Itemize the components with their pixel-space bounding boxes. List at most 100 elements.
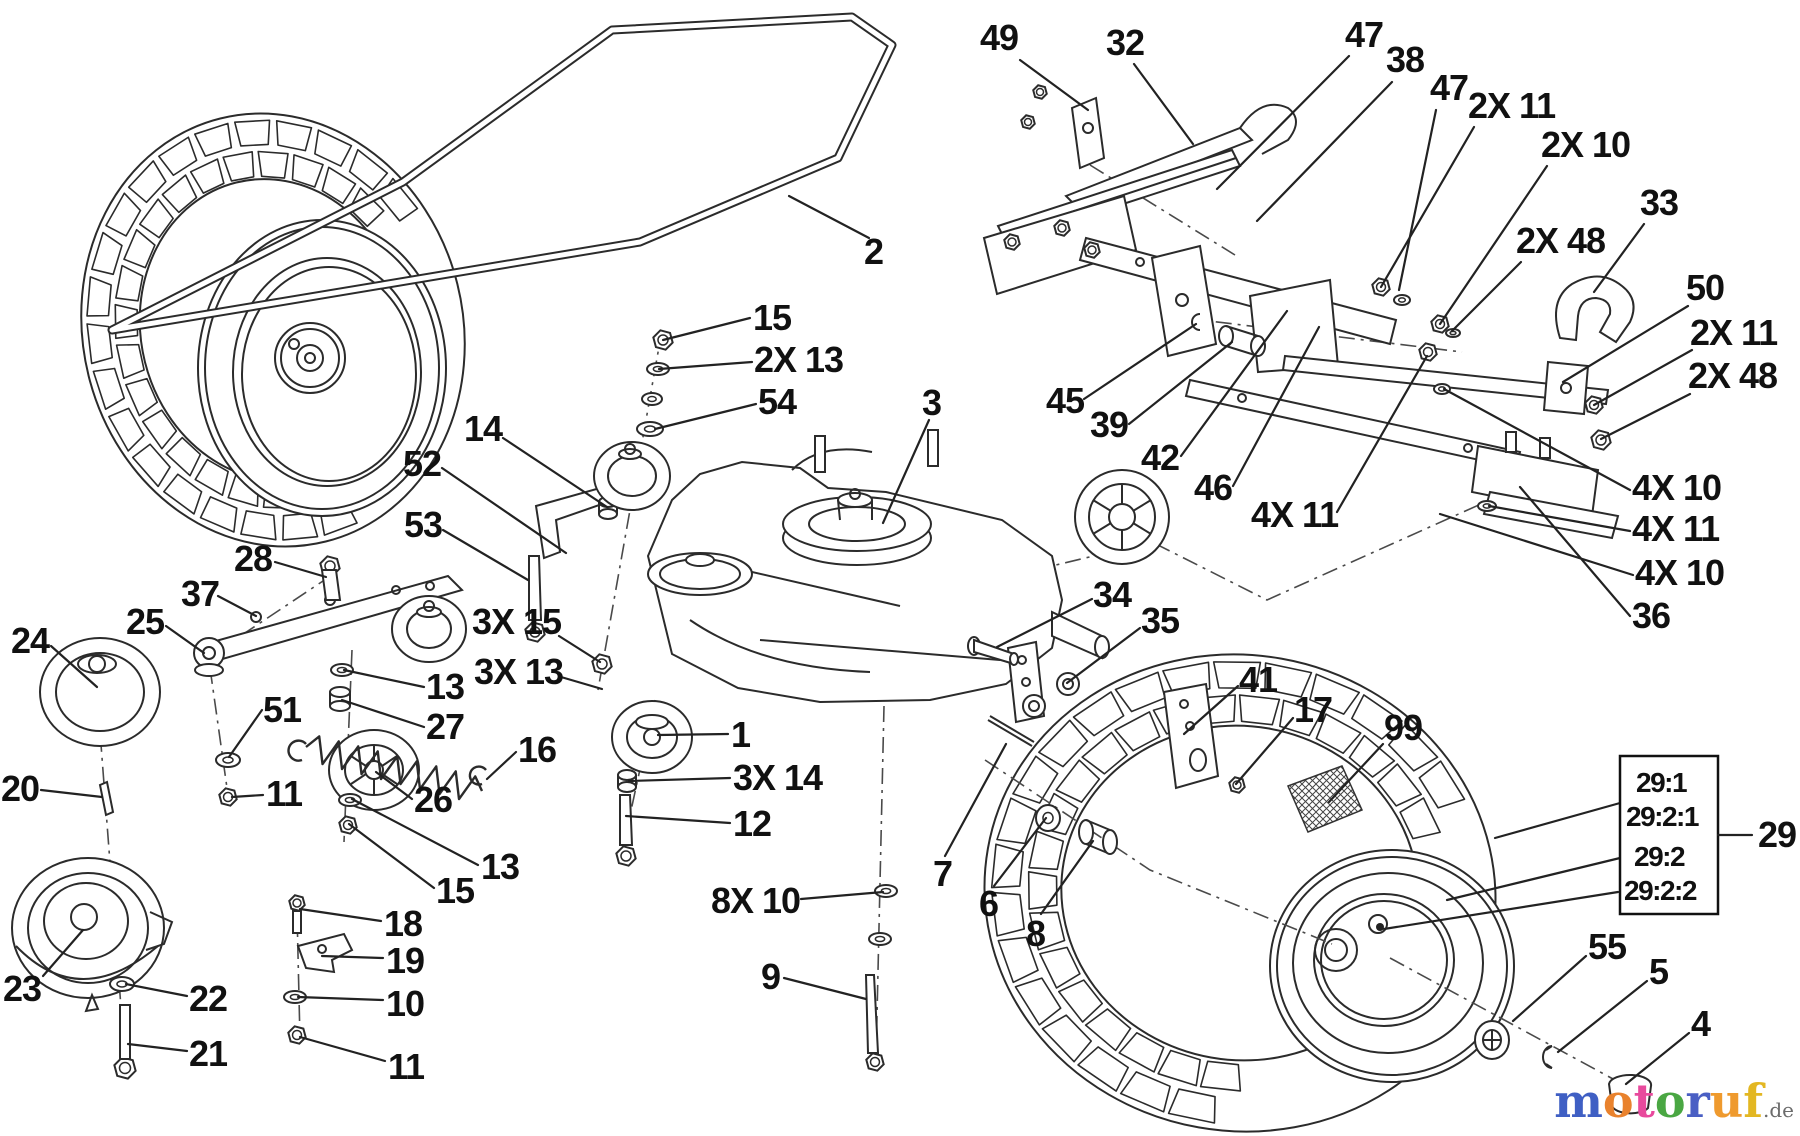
- callout-10: 10: [296, 983, 425, 1024]
- callout-2X-10: 2X 10: [1438, 124, 1631, 326]
- callout-label: 53: [404, 504, 442, 545]
- logo-letter: u: [1709, 1074, 1744, 1128]
- callout-42: 42: [1141, 309, 1289, 478]
- logo-letter: o: [1654, 1074, 1686, 1128]
- callout-label: 2X 13: [754, 339, 843, 380]
- callout-label: 15: [753, 297, 792, 338]
- callout-45: 45: [1046, 322, 1198, 421]
- callout-label: 99: [1384, 707, 1422, 748]
- callout-label: 50: [1686, 267, 1724, 308]
- callout-label: 2X 48: [1516, 220, 1605, 261]
- callout-label: 2X 11: [1468, 85, 1556, 126]
- bolt-12-shaft: [619, 794, 634, 846]
- callout-label: 55: [1588, 926, 1627, 967]
- flat-idler-pulley-26: [328, 729, 420, 811]
- idler-pulley-1: [611, 700, 693, 774]
- bolt-53-shaft: [528, 555, 543, 621]
- bracket-52: [534, 486, 610, 560]
- small-parts: [119, 441, 1653, 1115]
- callout-37: 37: [181, 573, 258, 618]
- callout-label: 18: [384, 903, 422, 944]
- callout-label: 32: [1106, 22, 1144, 63]
- callout-label: 4X 11: [1251, 494, 1339, 535]
- callout-label: 52: [403, 443, 441, 484]
- callout-49: 49: [980, 17, 1090, 112]
- callout-8X-10: 8X 10: [711, 880, 885, 921]
- callout-label: 2X 48: [1688, 355, 1777, 396]
- callout-label: 36: [1632, 595, 1670, 636]
- callout-label: 41: [1239, 659, 1278, 700]
- callout-20: 20: [1, 768, 104, 809]
- ref-label: 29: [1758, 814, 1796, 855]
- bracket-41: [1162, 682, 1220, 790]
- callout-label: 21: [189, 1033, 228, 1074]
- callout-2X-48: 2X 48: [1599, 355, 1778, 441]
- callout-label: 3X 14: [733, 757, 823, 798]
- rod-7: [987, 715, 1035, 747]
- callout-15: 15: [661, 297, 793, 342]
- callout-38: 38: [1255, 39, 1425, 223]
- callout-label: 15: [436, 870, 475, 911]
- callout-11: 11: [298, 1035, 426, 1087]
- callout-label: 47: [1345, 14, 1383, 55]
- callout-4X-11: 4X 11: [1487, 504, 1721, 549]
- callout-7: 7: [933, 742, 1008, 894]
- logo-suffix: .de: [1763, 1098, 1794, 1122]
- ref-row-1: 29:2:1: [1626, 801, 1699, 832]
- callout-label: 7: [933, 853, 952, 894]
- callout-label: 46: [1194, 467, 1232, 508]
- callout-24: 24: [11, 620, 99, 689]
- callout-label: 3: [922, 382, 941, 423]
- callout-2X-11: 2X 11: [1379, 85, 1557, 289]
- callout-label: 11: [388, 1046, 425, 1087]
- callout-8: 8: [1026, 839, 1095, 954]
- axle-cap-4: [1607, 1073, 1653, 1115]
- callout-3X-15: 3X 15: [472, 601, 602, 664]
- callout-label: 1: [731, 714, 751, 755]
- callout-label: 16: [518, 729, 556, 770]
- callout-13: 13: [350, 797, 520, 887]
- transaxle-assembly: [646, 429, 1170, 704]
- callout-22: 22: [124, 978, 228, 1019]
- callout-2X-11: 2X 11: [1592, 312, 1779, 407]
- callout-19: 19: [320, 940, 425, 981]
- callout-16: 16: [485, 729, 557, 781]
- callout-4X-10: 4X 10: [1438, 512, 1725, 593]
- callout-52: 52: [403, 443, 568, 555]
- front-wheel: [80, 112, 466, 548]
- callout-label: 47: [1430, 67, 1468, 108]
- ref-row-2: 29:2: [1634, 841, 1685, 872]
- callout-33: 33: [1592, 182, 1679, 294]
- input-pulley: [782, 488, 932, 566]
- callout-label: 33: [1640, 182, 1678, 223]
- callout-2: 2: [787, 194, 884, 272]
- bracket-19: [296, 932, 354, 974]
- callout-36: 36: [1518, 485, 1671, 636]
- bolt-18-shaft: [292, 910, 302, 934]
- callout-3X-13: 3X 13: [474, 651, 604, 692]
- callout-label: 35: [1141, 600, 1180, 641]
- callout-28: 28: [234, 538, 328, 579]
- callout-label: 4X 10: [1632, 467, 1721, 508]
- v-idler-pulley-top: [593, 441, 671, 511]
- callout-26: 26: [374, 770, 453, 820]
- callout-25: 25: [126, 601, 206, 655]
- extension-spring: [287, 735, 487, 801]
- callout-3: 3: [881, 382, 942, 525]
- callout-9: 9: [761, 956, 868, 1001]
- logo-letter: r: [1685, 1074, 1710, 1128]
- callout-55: 55: [1511, 926, 1628, 1023]
- spacer-8: [1078, 819, 1118, 855]
- callout-label: 38: [1386, 39, 1424, 80]
- callout-label: 13: [481, 846, 519, 887]
- callout-label: 13: [426, 666, 464, 707]
- callout-label: 4X 11: [1632, 508, 1720, 549]
- motoruf-watermark: motoruf.de: [1554, 1075, 1794, 1136]
- idler-pulley-upper: [391, 595, 467, 663]
- callout-label: 24: [11, 620, 50, 661]
- rear-wheel-rim: [1269, 849, 1515, 1083]
- logo-letter: m: [1554, 1074, 1603, 1128]
- callout-label: 39: [1090, 404, 1128, 445]
- callout-label: 4: [1691, 1003, 1711, 1044]
